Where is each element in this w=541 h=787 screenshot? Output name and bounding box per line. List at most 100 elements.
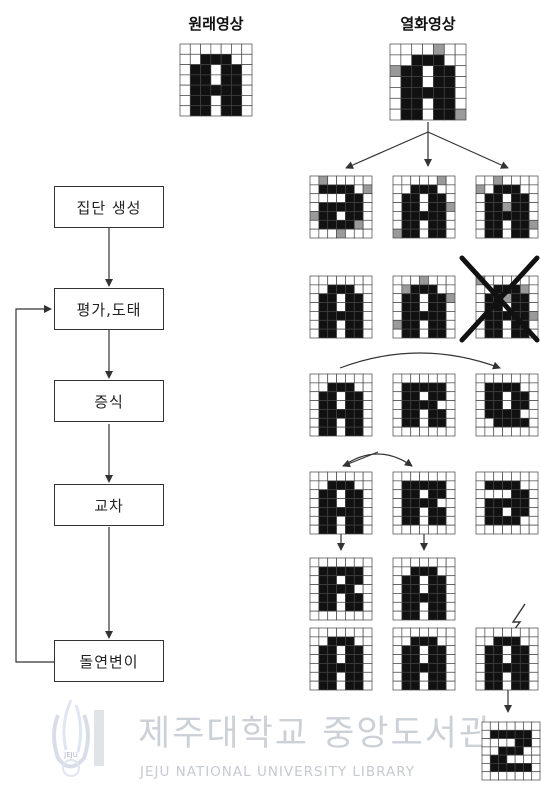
grid-cell <box>402 525 411 534</box>
grid-cell <box>354 409 363 418</box>
arrow-to-r1c3 <box>428 132 508 168</box>
grid-cell <box>511 646 520 655</box>
grid-cell <box>310 203 319 212</box>
grid-cell <box>423 55 434 66</box>
grid-cell <box>319 194 328 203</box>
grid-cell <box>446 655 455 664</box>
grid-cell <box>328 516 337 525</box>
grid-cell <box>319 427 328 436</box>
grid-cell <box>345 185 354 194</box>
grid-cell <box>310 311 319 320</box>
grid-cell <box>319 681 328 690</box>
grid-cell <box>420 285 429 294</box>
grid-cell <box>494 320 503 329</box>
grid-cell <box>345 637 354 646</box>
grid-cell <box>485 516 494 525</box>
grid-cell <box>402 611 411 620</box>
grid-cell <box>446 320 455 329</box>
grid-cell <box>354 585 363 594</box>
grid-cell <box>345 374 354 383</box>
grid-cell <box>310 576 319 585</box>
grid-cell <box>476 499 485 508</box>
grid-cell <box>363 329 372 338</box>
grid-cell <box>428 611 437 620</box>
grid-cell <box>515 763 523 771</box>
grid-cell <box>242 75 252 85</box>
grid-cell <box>494 490 503 499</box>
pattern-grid-r4c3 <box>476 472 538 534</box>
grid-cell <box>523 755 531 763</box>
grid-cell <box>428 229 437 238</box>
grid-cell <box>476 329 485 338</box>
grid-cell <box>520 472 529 481</box>
grid-cell <box>337 311 346 320</box>
grid-cell <box>319 176 328 185</box>
grid-cell <box>345 585 354 594</box>
grid-cell <box>476 418 485 427</box>
grid-cell <box>433 77 444 88</box>
grid-cell <box>476 401 485 410</box>
grid-cell <box>337 655 346 664</box>
grid-cell <box>511 628 520 637</box>
grid-cell <box>485 409 494 418</box>
grid-cell <box>507 772 515 780</box>
grid-cell <box>446 637 455 646</box>
grid-cell <box>433 66 444 77</box>
grid-cell <box>402 276 411 285</box>
grid-cell <box>420 311 429 320</box>
grid-cell <box>428 185 437 194</box>
pattern-grid-r6c2 <box>393 628 455 690</box>
grid-cell <box>319 185 328 194</box>
grid-cell <box>485 294 494 303</box>
grid-cell <box>503 525 512 534</box>
grid-cell <box>328 185 337 194</box>
grid-cell <box>328 320 337 329</box>
grid-cell <box>494 472 503 481</box>
grid-cell <box>503 374 512 383</box>
grid-cell <box>529 663 538 672</box>
step-reproduce-label: 증식 <box>94 391 124 412</box>
grid-cell <box>485 211 494 220</box>
grid-cell <box>485 507 494 516</box>
grid-cell <box>363 558 372 567</box>
grid-cell <box>319 499 328 508</box>
grid-cell <box>411 637 420 646</box>
grid-cell <box>211 106 221 116</box>
grid-cell <box>476 285 485 294</box>
grid-cell <box>190 85 200 95</box>
grid-cell <box>503 637 512 646</box>
grid-cell <box>310 409 319 418</box>
grid-cell <box>503 481 512 490</box>
pattern-grid-r6c3 <box>476 628 538 690</box>
grid-cell <box>390 98 401 109</box>
grid-cell <box>503 427 512 436</box>
grid-cell <box>354 672 363 681</box>
grid-cell <box>354 392 363 401</box>
grid-cell <box>393 490 402 499</box>
grid-cell <box>319 558 328 567</box>
grid-cell <box>345 646 354 655</box>
grid-cell <box>337 329 346 338</box>
grid-cell <box>337 472 346 481</box>
grid-cell <box>337 374 346 383</box>
grid-cell <box>319 409 328 418</box>
grid-cell <box>482 747 490 755</box>
grid-cell <box>494 401 503 410</box>
grid-cell <box>411 392 420 401</box>
grid-cell <box>455 44 466 55</box>
grid-cell <box>455 87 466 98</box>
grid-cell <box>328 490 337 499</box>
grid-cell <box>428 285 437 294</box>
grid-cell <box>354 374 363 383</box>
grid-cell <box>393 516 402 525</box>
grid-cell <box>485 646 494 655</box>
grid-cell <box>446 383 455 392</box>
grid-cell <box>345 672 354 681</box>
grid-cell <box>319 663 328 672</box>
header-degraded-image: 열화영상 <box>400 15 455 33</box>
grid-cell <box>180 85 190 95</box>
grid-cell <box>420 383 429 392</box>
step-crossover: 교차 <box>54 484 164 526</box>
grid-cell <box>328 418 337 427</box>
grid-cell <box>337 427 346 436</box>
